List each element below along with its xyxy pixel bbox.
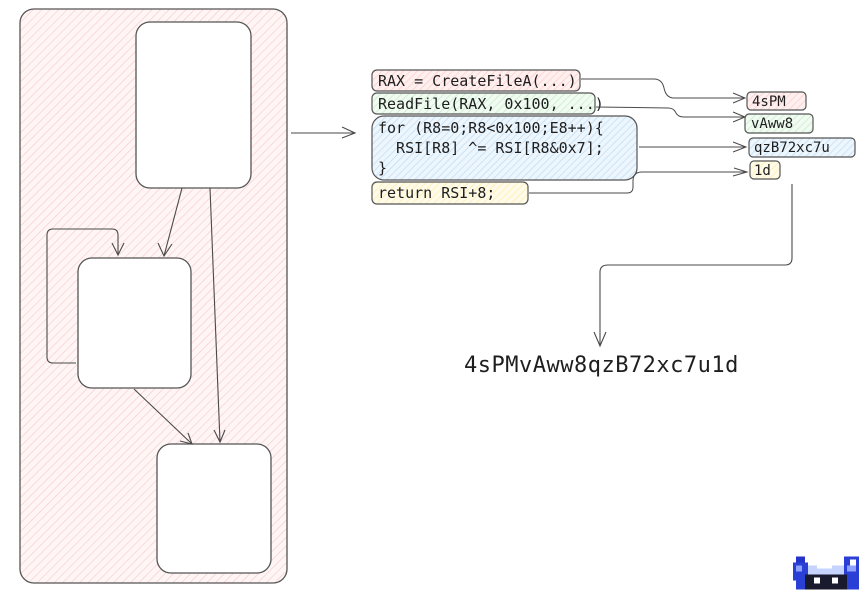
arrowhead-icon [732, 141, 748, 153]
fragments: 4sPM vAww8 qzB72xc7u 1d [744, 91, 856, 180]
fragment-3-text: qzB72xc7u [754, 140, 830, 156]
cfg-to-code-arrow [291, 126, 357, 139]
arrowhead-icon [732, 92, 747, 104]
code-line-createfile-box[interactable] [371, 69, 581, 92]
code-to-fragment-connectors [529, 78, 749, 194]
code-line-xor: RSI[R8] ^= RSI[R8&0x7]; [378, 139, 604, 157]
arrowhead-icon [157, 242, 173, 258]
code-line-createfile: RAX = CreateFileA(...) [378, 72, 577, 90]
fragment-4-box[interactable] [749, 160, 781, 180]
edge-loop-back [46, 228, 119, 364]
code-line-return: return RSI+8; [378, 184, 495, 202]
code-loop-box[interactable] [371, 115, 638, 181]
cfg-edges [46, 187, 226, 445]
mascot-icon [793, 553, 859, 590]
result-string: 4sPMvAww8qzB72xc7u1d [464, 353, 739, 378]
arrowhead-icon [179, 432, 193, 445]
arrowhead-icon [111, 242, 125, 257]
code-line-readfile-box[interactable] [371, 92, 596, 115]
edge-entry-to-loop [163, 187, 183, 257]
fragment-1-box[interactable] [746, 91, 807, 111]
code-block: RAX = CreateFileA(...) ReadFile(RAX, 0x1… [371, 69, 638, 205]
edge-loop-to-exit [133, 388, 193, 445]
connector-createfile [581, 78, 744, 99]
fragment-1-text: 4sPM [752, 94, 786, 110]
arrowhead-icon [732, 167, 749, 177]
edge-entry-to-exit [209, 187, 221, 443]
cfg-block-entry[interactable] [135, 21, 252, 189]
connector-return [529, 171, 746, 194]
arrowhead-icon [213, 429, 226, 444]
arrowhead-icon [341, 126, 357, 139]
fragment-3-box[interactable] [748, 137, 856, 158]
code-line-return-box[interactable] [371, 181, 529, 205]
code-line-readfile: ReadFile(RAX, 0x100, ...) [378, 95, 604, 113]
cfg-block-exit[interactable] [156, 443, 272, 574]
fragment-2-box[interactable] [744, 113, 814, 134]
arrowhead-icon [593, 331, 607, 348]
code-line-close-brace: } [378, 159, 387, 177]
fragments-to-result-arrow [593, 184, 793, 348]
connector-readfile [595, 106, 744, 118]
fragment-4-text: 1d [754, 163, 771, 179]
code-line-for: for (R8=0;R8<0x100;E8++){ [378, 119, 604, 137]
fragment-2-text: vAww8 [751, 116, 793, 132]
cfg-block-loop[interactable] [77, 257, 192, 389]
